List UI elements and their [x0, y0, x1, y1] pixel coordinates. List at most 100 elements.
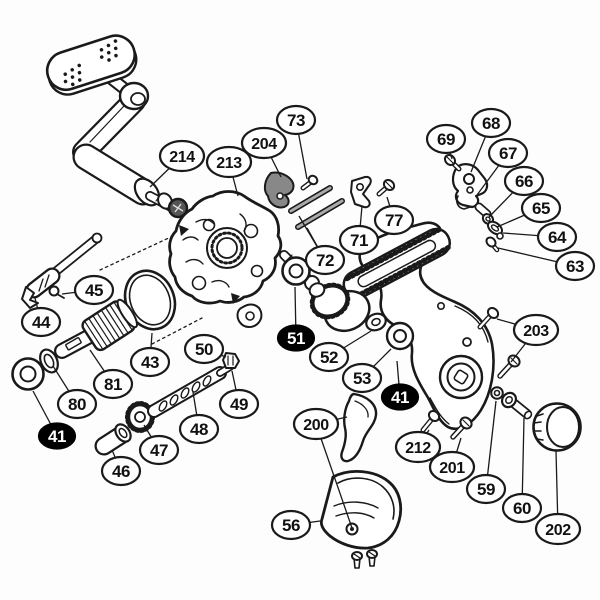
- callout-number: 43: [141, 353, 159, 372]
- callout-49: 49: [218, 388, 260, 420]
- callout-213: 213: [205, 145, 253, 179]
- flange-screw: [450, 416, 473, 440]
- callout-51-inverted: 51: [276, 324, 316, 352]
- callout-number: 44: [32, 313, 51, 332]
- pin-screw: [300, 174, 319, 191]
- callout-number: 212: [405, 440, 431, 457]
- callout-number: 77: [385, 211, 403, 230]
- bracket-top-screw: [443, 153, 462, 172]
- callout-number: 53: [353, 369, 371, 388]
- callout-60: 60: [501, 492, 543, 524]
- callout-number: 45: [85, 281, 103, 300]
- callout-63: 63: [554, 250, 596, 282]
- callout-214: 214: [158, 139, 206, 173]
- callout-66: 66: [503, 165, 545, 197]
- callout-number: 68: [482, 114, 500, 133]
- roller-parts-chain: [474, 202, 504, 240]
- callout-81: 81: [92, 368, 134, 400]
- callout-number: 63: [566, 257, 584, 276]
- body-screw-lower: [497, 354, 521, 379]
- callout-number: 50: [195, 340, 213, 359]
- handle-assembly: [45, 34, 189, 219]
- worm-end-nut: [222, 352, 240, 369]
- callout-number: 72: [316, 251, 334, 270]
- callout-69: 69: [425, 123, 467, 155]
- callout-52: 52: [308, 341, 350, 373]
- drive-gear-teeth: [81, 298, 138, 352]
- callout-72: 72: [304, 244, 346, 276]
- callout-number: 200: [303, 417, 329, 434]
- callout-number: 51: [287, 329, 305, 348]
- kick-lever: [340, 392, 378, 463]
- callout-number: 59: [477, 480, 495, 499]
- gear-housing: [168, 190, 283, 305]
- callout-48: 48: [178, 413, 220, 445]
- drag-knob: [532, 402, 582, 452]
- callout-number: 66: [515, 172, 533, 191]
- callout-68: 68: [470, 107, 512, 139]
- pinion-washer: [365, 312, 387, 332]
- side-cover: [320, 470, 403, 550]
- cover-screw: [420, 410, 441, 433]
- callout-202: 202: [534, 512, 582, 546]
- handle-cap-bolt: [500, 391, 533, 420]
- callout-number: 47: [150, 441, 168, 460]
- callout-number: 46: [112, 462, 130, 481]
- callout-number: 81: [104, 375, 122, 394]
- pinion-bushing: [385, 321, 415, 351]
- callout-number: 41: [391, 388, 409, 407]
- callout-number: 64: [548, 228, 567, 247]
- callout-number: 214: [169, 149, 195, 166]
- callout-212: 212: [394, 430, 442, 464]
- body-screw-upper: [477, 307, 500, 330]
- callout-46: 46: [100, 455, 142, 487]
- callout-64: 64: [536, 221, 578, 253]
- rod-pair: [288, 185, 345, 230]
- callout-203: 203: [512, 313, 560, 347]
- callout-65: 65: [520, 192, 562, 224]
- callout-67: 67: [487, 137, 529, 169]
- callout-53: 53: [341, 362, 383, 394]
- callout-77: 77: [373, 204, 415, 236]
- bracket-screw: [376, 179, 396, 197]
- callout-number: 204: [251, 136, 277, 153]
- callout-201: 201: [428, 450, 476, 484]
- callout-number: 67: [499, 144, 517, 163]
- worm-shaft: [21, 232, 103, 309]
- callout-number: 69: [437, 130, 455, 149]
- roller-screw: [485, 236, 500, 253]
- leader-line-200: [315, 423, 353, 529]
- stopper-bracket: [350, 175, 372, 209]
- drive-gear-cluster: [11, 298, 138, 391]
- assembly-arrows: [179, 225, 240, 304]
- callout-number: 80: [68, 395, 86, 414]
- callout-50: 50: [183, 333, 225, 365]
- callout-number: 49: [230, 395, 248, 414]
- shaft-washer: [490, 386, 504, 400]
- callout-number: 48: [190, 420, 208, 439]
- housing-clip: [236, 303, 263, 328]
- callout-number: 213: [216, 155, 242, 172]
- callout-200: 200: [292, 407, 340, 441]
- cover-screws: [351, 549, 378, 569]
- callout-56: 56: [270, 509, 312, 541]
- callout-number: 52: [320, 348, 338, 367]
- callout-number: 65: [532, 199, 550, 218]
- callout-80: 80: [56, 388, 98, 420]
- callout-41-inverted: 41: [37, 422, 77, 450]
- worm-gear-cluster: [94, 352, 240, 456]
- oscillating-slider-bar: [342, 227, 451, 300]
- callout-number: 73: [287, 111, 305, 130]
- callout-45: 45: [73, 274, 115, 306]
- callout-71: 71: [338, 224, 380, 256]
- knob-grip-dots: [63, 39, 118, 87]
- spring-clip: [263, 171, 295, 209]
- callout-73: 73: [275, 104, 317, 136]
- callout-number: 60: [513, 499, 531, 518]
- callout-204: 204: [240, 126, 288, 160]
- handle-knob: [45, 34, 138, 96]
- callout-47: 47: [138, 434, 180, 466]
